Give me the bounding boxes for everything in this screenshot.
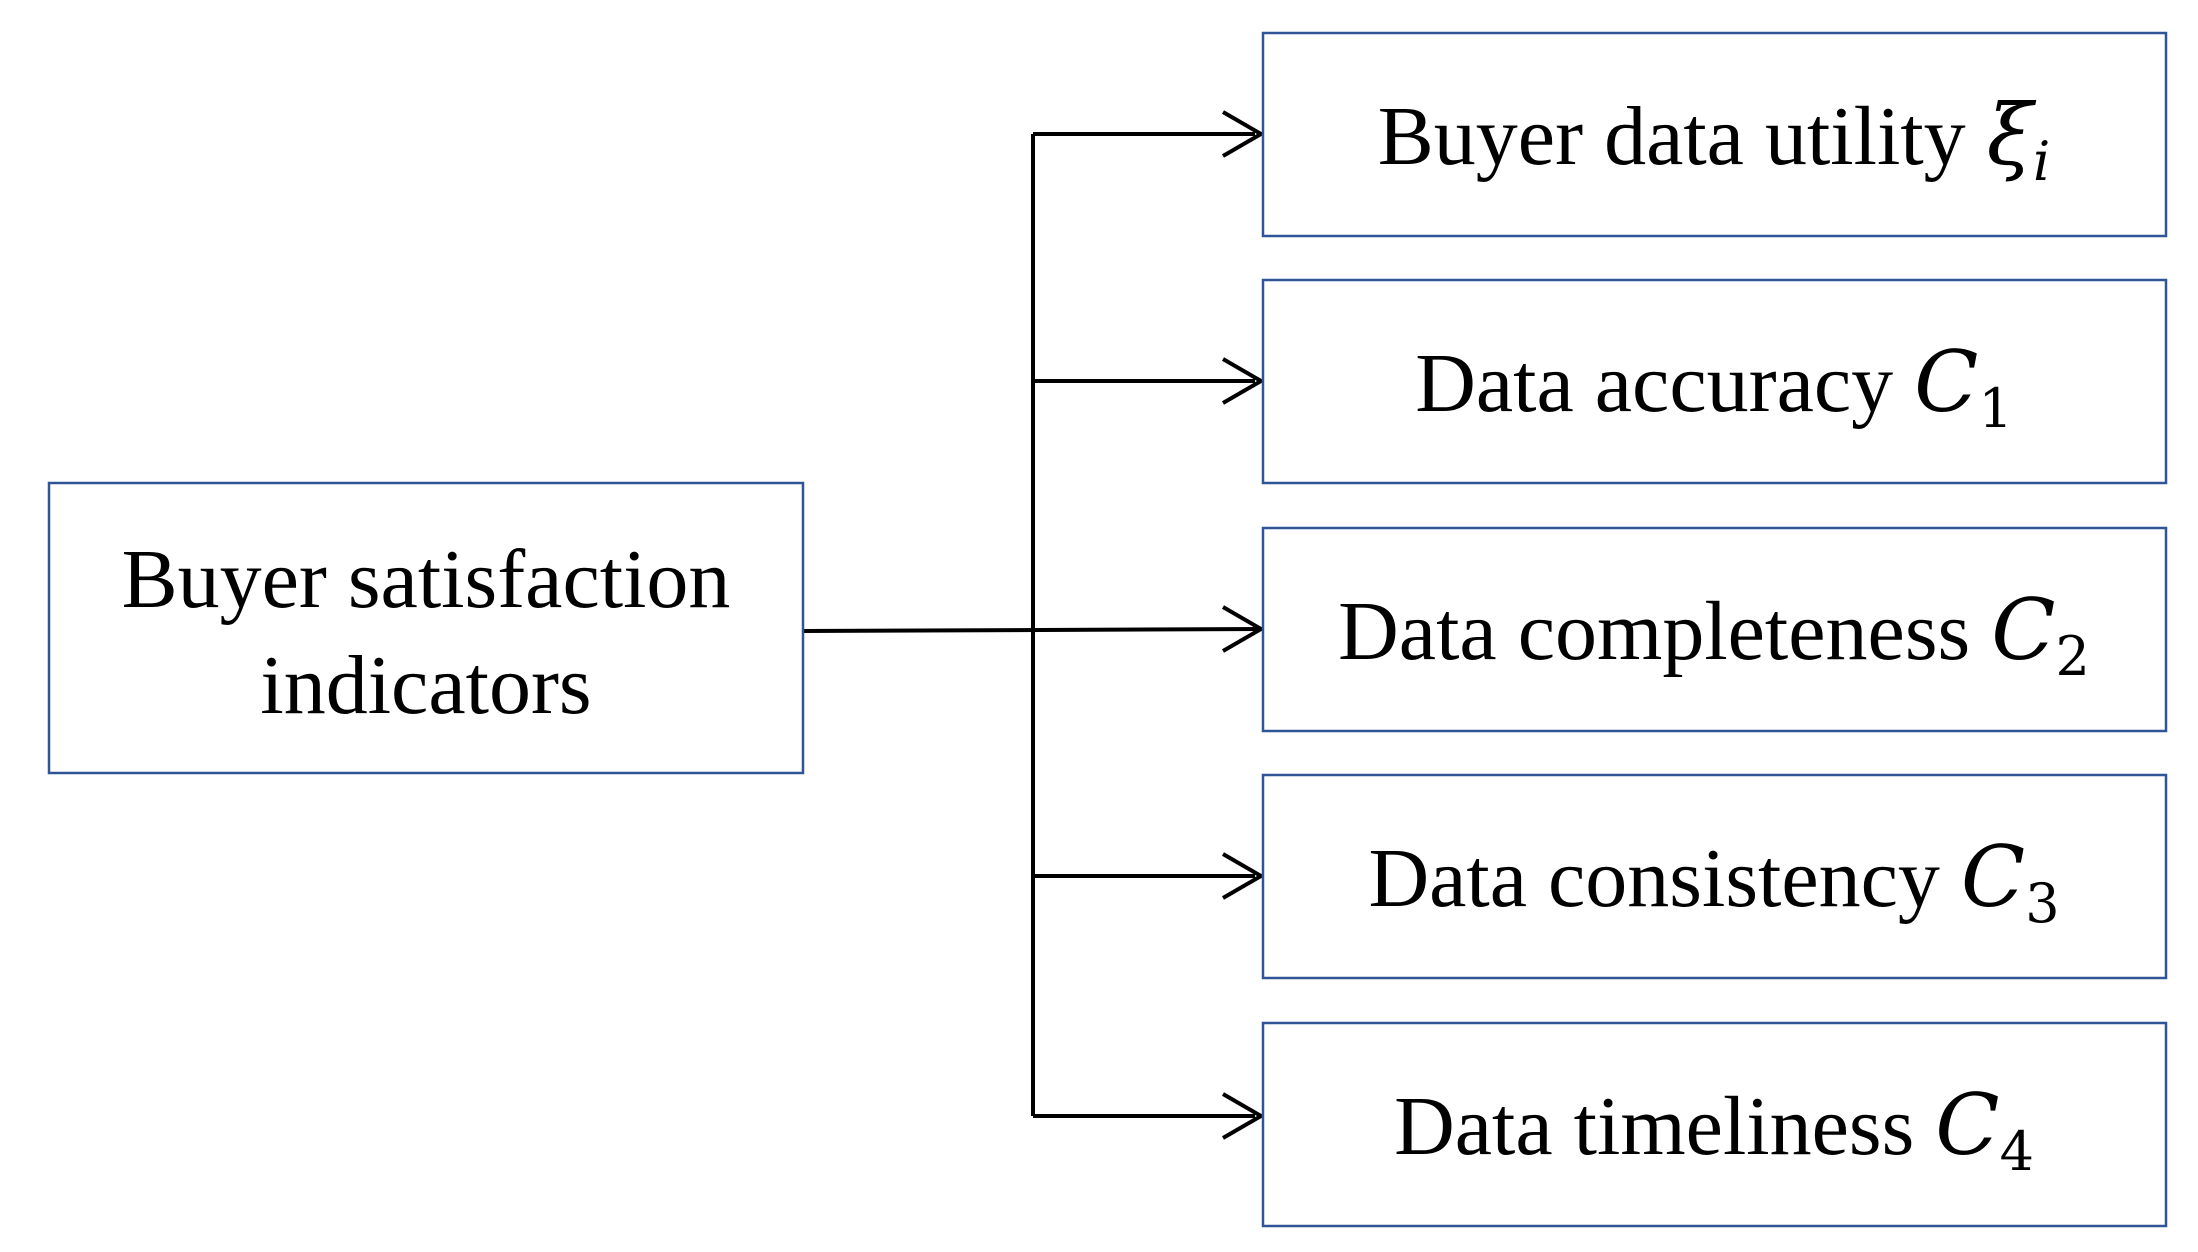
target-label-5: Data timeliness C4 [1394,1076,2034,1183]
target-box-1-border [1261,31,2168,238]
target-label-3: Data completeness C2 [1338,581,2090,688]
arrowhead-5 [1221,1092,1265,1140]
target-label-1: Buyer data utility ξi [1378,86,2050,193]
target-box-data-timeliness: Data timeliness C4 [1261,1021,2168,1228]
source-label-line2: indicators [260,639,591,732]
source-label-line1: Buyer satisfaction [122,533,731,626]
target-box-data-completeness: Data completeness C2 [1261,526,2168,733]
arrowhead-1 [1221,110,1265,158]
target-box-data-consistency: Data consistency C3 [1261,773,2168,980]
target-box-2-border [1261,278,2168,485]
target-box-3-border [1261,526,2168,733]
target-box-5-border [1261,1021,2168,1228]
target-box-buyer-data-utility: Buyer data utility ξi [1261,31,2168,238]
arrowhead-3 [1221,605,1265,653]
arrowheads [1221,110,1265,1140]
connectors [802,132,1264,1118]
target-label-2: Data accuracy C1 [1415,333,2013,440]
target-label-4: Data consistency C3 [1368,828,2059,935]
target-box-data-accuracy: Data accuracy C1 [1261,278,2168,485]
source-box: Buyer satisfaction indicators [47,481,805,775]
source-box-border [47,481,805,775]
arrowhead-2 [1221,357,1265,405]
arrowhead-4 [1221,852,1265,900]
target-box-4-border [1261,773,2168,980]
